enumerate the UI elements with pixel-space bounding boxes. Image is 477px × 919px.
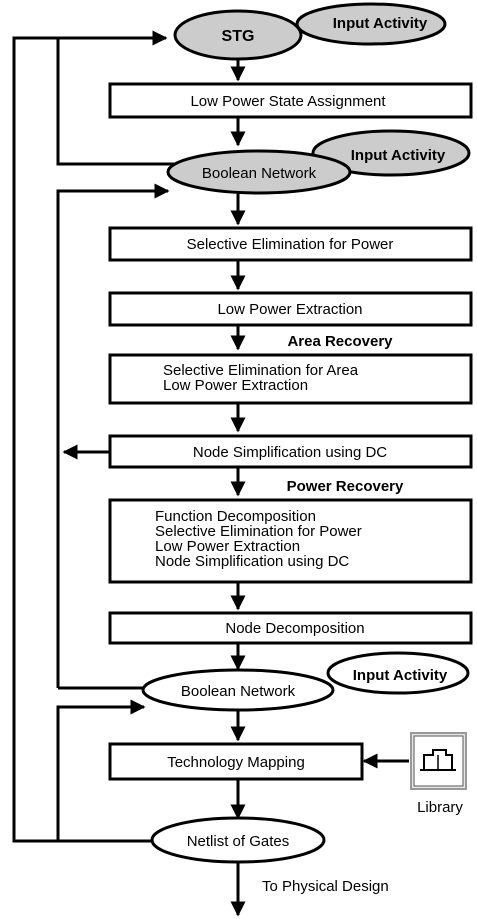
- technology-mapping-label: Technology Mapping: [167, 754, 305, 771]
- state-assignment-label: Low Power State Assignment: [190, 93, 386, 110]
- node-decomposition-box: [108, 611, 473, 645]
- feedback-netlist-to-boolean-network-2: [56, 699, 146, 841]
- power-recovery-box: [108, 498, 473, 584]
- area-recovery-heading: Area Recovery: [287, 333, 393, 350]
- power-recovery-step-1: Function Decomposition: [155, 508, 316, 525]
- stg-label: STG: [222, 28, 255, 45]
- input-activity-3-ellipse: [326, 651, 470, 695]
- selective-elimination-label: Selective Elimination for Power: [187, 236, 394, 253]
- input-activity-3-label: Input Activity: [353, 667, 448, 684]
- boolean-network-1-ellipse: [166, 149, 352, 195]
- node-simplification-box: [108, 434, 473, 469]
- boolean-network-2-label: Boolean Network: [181, 683, 296, 700]
- stg-ellipse: [173, 9, 303, 61]
- power-recovery-step-4: Node Simplification using DC: [155, 553, 349, 570]
- technology-mapping-box: [108, 742, 364, 781]
- netlist-label: Netlist of Gates: [187, 833, 290, 850]
- boolean-network-2-ellipse: [141, 668, 335, 712]
- area-recovery-box: [108, 353, 473, 405]
- input-activity-1-ellipse: [295, 2, 447, 46]
- selective-elimination-box: [108, 226, 473, 262]
- feedback-netlist-to-stg: [12, 30, 190, 843]
- node-decomposition-label: Node Decomposition: [225, 620, 364, 637]
- input-activity-2-label: Input Activity: [351, 147, 446, 164]
- connectors: [12, 30, 409, 917]
- power-recovery-heading: Power Recovery: [287, 478, 404, 495]
- input-activity-1-label: Input Activity: [333, 15, 428, 32]
- low-power-extraction-box: [108, 291, 473, 327]
- physical-design-label: To Physical Design: [262, 878, 389, 895]
- library-icon: [410, 732, 467, 790]
- node-simplification-label: Node Simplification using DC: [193, 444, 387, 461]
- area-recovery-step-1: Selective Elimination for Area: [163, 362, 359, 379]
- feedback-boolean-network-to-stg: [56, 38, 175, 166]
- library-label: Library: [417, 799, 463, 816]
- input-activity-2-ellipse: [311, 129, 471, 177]
- feedback-to-boolean-network-1: [56, 183, 170, 688]
- state-assignment-box: [108, 82, 473, 119]
- power-recovery-step-2: Selective Elimination for Power: [155, 523, 362, 540]
- area-recovery-step-2: Low Power Extraction: [163, 377, 308, 394]
- power-recovery-step-3: Low Power Extraction: [155, 538, 300, 555]
- netlist-ellipse: [150, 816, 326, 864]
- boolean-network-1-label: Boolean Network: [202, 165, 317, 182]
- low-power-extraction-label: Low Power Extraction: [217, 301, 362, 318]
